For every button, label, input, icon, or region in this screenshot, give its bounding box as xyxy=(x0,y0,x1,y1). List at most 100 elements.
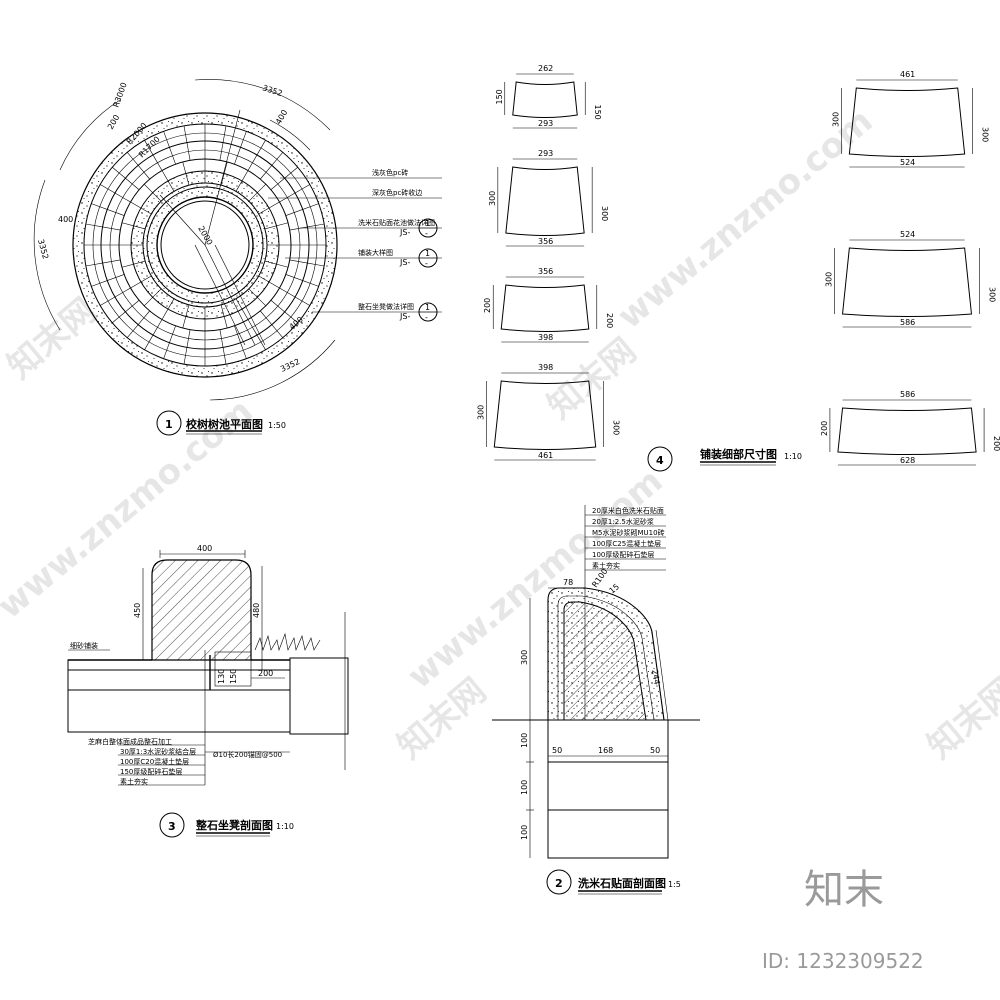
dim-label: 400 xyxy=(58,215,73,224)
paving-joint xyxy=(235,298,249,320)
paving-joint xyxy=(163,131,170,148)
paver-top-width: 262 xyxy=(538,64,553,73)
paver-shape xyxy=(505,166,585,236)
dim-label: 100 xyxy=(520,825,529,840)
paver-height: 150 xyxy=(593,105,602,120)
paver-height: 200 xyxy=(820,421,829,436)
drawing-scale: 1:10 xyxy=(784,452,802,461)
paving-joint xyxy=(264,222,289,230)
paver-shape xyxy=(841,247,973,317)
ref-sub: - xyxy=(425,229,428,238)
paving-joint xyxy=(182,304,190,329)
watermark-url: www.znzmo.com xyxy=(610,101,880,337)
layer-callouts: 芝麻白整体面成品整石加工30厚1:3水泥砂浆结合层100厚C20混凝土垫层150… xyxy=(88,737,205,786)
drawing-number: 1 xyxy=(165,418,173,431)
dim-label: 100 xyxy=(520,733,529,748)
dim-label: R3000 xyxy=(111,81,128,108)
paving-joint xyxy=(121,222,146,230)
paver-height: 150 xyxy=(495,89,504,104)
paver-height: 300 xyxy=(612,420,621,435)
paving-joint xyxy=(112,166,126,179)
layer-label: 20厚米白色洗米石贴面 xyxy=(592,506,664,515)
paver-shape xyxy=(848,87,966,157)
ref-sheet: JS- xyxy=(399,228,410,237)
paving-joint xyxy=(144,334,154,350)
dim-label: 3352 xyxy=(279,357,301,374)
dim-label: 480 xyxy=(252,603,261,618)
paving-ring xyxy=(92,132,318,358)
paver-top-width: 461 xyxy=(900,70,915,79)
detail-ref-bubble[interactable]: 1 - JS- xyxy=(399,218,438,238)
paver-bottom-width: 398 xyxy=(538,333,553,342)
layer-label: 素土夯实 xyxy=(592,561,620,570)
paver-height: 300 xyxy=(831,112,840,127)
ref-sheet: JS- xyxy=(399,312,410,321)
paver-bottom-width: 461 xyxy=(538,451,553,460)
drawing-title: 铺装细部尺寸图 xyxy=(700,447,777,461)
paving-joint xyxy=(220,304,228,329)
paving-joint xyxy=(100,296,116,306)
paver-bottom-width: 356 xyxy=(538,237,553,246)
paving-joint xyxy=(302,280,319,287)
washed-stone-section: 300 100 100 100 78 R100 15 244 50 168 50… xyxy=(492,505,700,895)
paver-height: 300 xyxy=(600,206,609,221)
paving-joint xyxy=(126,152,139,166)
detail-ref-bubble[interactable]: 1 - JS- xyxy=(399,248,438,268)
dim-label: 200 xyxy=(258,669,273,678)
dim-label: 50 xyxy=(552,746,562,755)
paving-joint xyxy=(91,203,108,210)
paver-height: 200 xyxy=(483,298,492,313)
dim-label: 244 xyxy=(650,669,662,686)
ref-sub: - xyxy=(425,259,428,268)
paving-joint xyxy=(284,166,298,179)
dim-label: 78 xyxy=(563,578,573,587)
layer-label: M5水泥砂浆砌MU10砖 xyxy=(592,528,665,537)
dim-label: 150 xyxy=(229,669,238,684)
paving-joint xyxy=(248,288,267,307)
layer-label: 100厚级配碎石垫层 xyxy=(592,550,654,559)
paving-joint xyxy=(235,170,249,192)
paving-joint xyxy=(271,324,284,338)
paver-height: 300 xyxy=(476,405,485,420)
paving-joint xyxy=(126,324,139,338)
dim-label: 300 xyxy=(520,650,529,665)
paver-height: 300 xyxy=(981,127,990,142)
drawing-scale: 1:50 xyxy=(268,421,286,430)
paving-joint xyxy=(85,223,103,228)
paving-joint xyxy=(143,288,162,307)
paver-bottom-width: 524 xyxy=(900,158,915,167)
paving-joint xyxy=(161,170,175,192)
paving-joint xyxy=(256,140,266,156)
dim-label: 50 xyxy=(650,746,660,755)
paver-height: 300 xyxy=(825,272,834,287)
drawing-number-circle xyxy=(156,410,182,436)
paving-joint xyxy=(91,280,108,287)
paving-joint xyxy=(240,131,247,148)
paver-top-width: 586 xyxy=(900,390,915,399)
layer-label: 100厚C20混凝土垫层 xyxy=(120,757,189,766)
paving-joint xyxy=(130,201,152,215)
tree-pool-plan: R3000 200 R2000 R1700 2000 3352 400 400 … xyxy=(33,79,442,436)
layer-label: 100厚C25混凝土垫层 xyxy=(592,539,661,548)
paving-joint xyxy=(240,342,247,359)
paving-joint xyxy=(258,201,280,215)
paving-joint xyxy=(307,262,325,267)
layer-label: 30厚1:3水泥砂浆结合层 xyxy=(120,747,196,756)
detail-ref-bubble[interactable]: 1 - JS- xyxy=(399,302,438,322)
layer-label: 芝麻白整体面成品整石加工 xyxy=(88,737,172,746)
paving-joint xyxy=(258,275,280,289)
drawing-title: 洗米石贴面剖面图 xyxy=(578,876,666,890)
paving-joint xyxy=(307,223,325,228)
dim-label: 400 xyxy=(197,544,212,553)
plan-label: 浅灰色pc砖 xyxy=(372,168,408,177)
dim-label: 3352 xyxy=(261,83,283,98)
paving-joint xyxy=(220,161,228,186)
paver-top-width: 398 xyxy=(538,363,553,372)
image-id: ID: 1232309522 xyxy=(762,949,924,973)
paving-detail-title: 4 铺装细部尺寸图 1:10 xyxy=(647,446,802,472)
paving-detail-dims: 2622931501502933563003003563982002003984… xyxy=(476,64,1000,466)
paving-joint xyxy=(182,161,190,186)
paving-joint xyxy=(271,152,284,166)
drawing-scale: 1:10 xyxy=(276,822,294,831)
